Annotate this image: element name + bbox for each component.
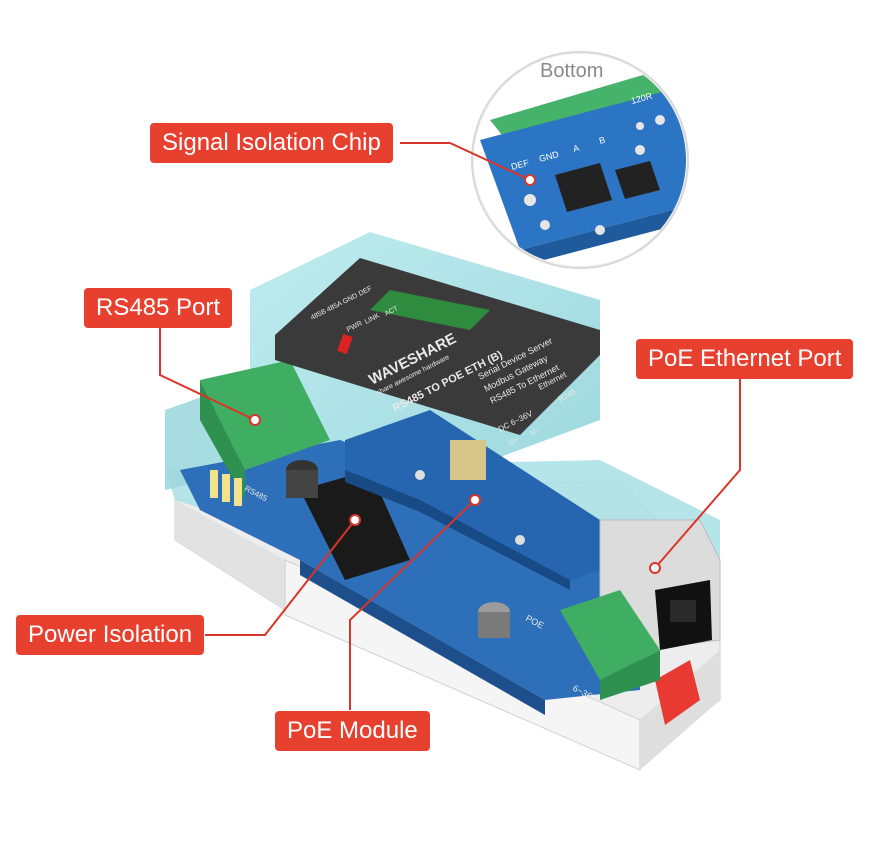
callout-signal-isolation-chip: Signal Isolation Chip (150, 123, 393, 163)
callout-poe-module: PoE Module (275, 711, 430, 751)
leader-line-poe-module (349, 499, 476, 710)
isolation-chip (555, 163, 612, 212)
bottom-view-inset: DEF GND A B 120R (471, 51, 689, 269)
capacitor (286, 460, 510, 638)
power-terminal-block (560, 590, 660, 700)
leader-line-rs485 (159, 325, 256, 421)
power-pin-label: V- (529, 426, 540, 438)
leader-dot (469, 494, 481, 506)
callout-rs485-port: RS485 Port (84, 288, 233, 328)
power-pin-label: V+ (507, 435, 520, 448)
leader-dot (249, 414, 261, 426)
din-clip (655, 660, 700, 725)
leader-line-poe-ethernet (654, 375, 741, 569)
leader-dot (649, 562, 661, 574)
main-pcb (180, 440, 640, 715)
callout-power-isolation: Power Isolation (16, 615, 205, 655)
bottom-pcb-label: DEF (510, 157, 530, 171)
leader-line-signal-chip (400, 142, 531, 181)
bottom-pcb-label: B (598, 135, 606, 146)
leader-dot (349, 514, 361, 526)
device-label-panel (275, 258, 600, 435)
bottom-view-label: Bottom (540, 60, 604, 82)
bottom-pcb-label: A (572, 143, 580, 154)
leader-line-power-isolation (205, 519, 356, 636)
leader-dot (524, 174, 536, 186)
callout-poe-ethernet-port: PoE Ethernet Port (636, 339, 854, 379)
rs485-terminal-block (200, 360, 330, 506)
